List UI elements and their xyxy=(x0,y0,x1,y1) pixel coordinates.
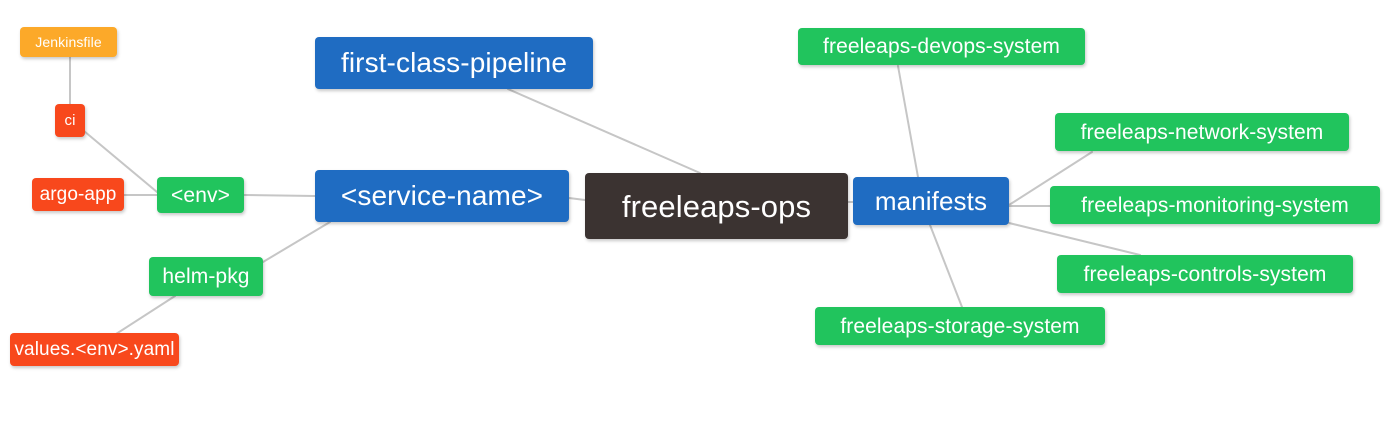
node-env[interactable]: <env> xyxy=(157,177,244,213)
node-values-env-yaml[interactable]: values.<env>.yaml xyxy=(10,333,179,366)
node-freeleaps-ops[interactable]: freeleaps-ops xyxy=(585,173,848,239)
node-label: <service-name> xyxy=(340,180,544,211)
edge-manifests-to-freeleaps-controls-system xyxy=(1008,222,1141,256)
node-service-name[interactable]: <service-name> xyxy=(315,170,569,222)
node-label: freeleaps-devops-system xyxy=(823,35,1060,58)
node-first-class-pipeline[interactable]: first-class-pipeline xyxy=(315,37,593,89)
node-manifests[interactable]: manifests xyxy=(853,177,1009,225)
node-helm-pkg[interactable]: helm-pkg xyxy=(149,257,263,296)
node-label: <env> xyxy=(171,183,230,207)
node-freeleaps-network-system[interactable]: freeleaps-network-system xyxy=(1055,113,1349,151)
edge-manifests-to-freeleaps-devops-system xyxy=(897,65,919,178)
node-label: Jenkinsfile xyxy=(35,34,102,50)
edge-env-to-service-name xyxy=(243,194,316,197)
node-label: helm-pkg xyxy=(162,265,250,288)
node-label: freeleaps-controls-system xyxy=(1083,262,1327,286)
node-jenkinsfile[interactable]: Jenkinsfile xyxy=(20,27,117,57)
edge-first-class-pipeline-to-freeleaps-ops xyxy=(507,88,701,174)
node-label: freeleaps-network-system xyxy=(1080,120,1324,144)
node-label: freeleaps-storage-system xyxy=(840,314,1080,338)
node-label: first-class-pipeline xyxy=(340,47,568,78)
node-label: ci xyxy=(64,112,76,129)
node-ci[interactable]: ci xyxy=(55,104,85,137)
node-freeleaps-storage-system[interactable]: freeleaps-storage-system xyxy=(815,307,1105,345)
node-argo-app[interactable]: argo-app xyxy=(32,178,124,211)
node-freeleaps-monitoring-system[interactable]: freeleaps-monitoring-system xyxy=(1050,186,1380,224)
edge-helm-pkg-to-values-env-yaml xyxy=(115,295,176,335)
node-label: values.<env>.yaml xyxy=(14,339,175,360)
edge-service-name-to-helm-pkg xyxy=(262,221,331,263)
node-label: freeleaps-monitoring-system xyxy=(1081,193,1349,217)
node-label: argo-app xyxy=(39,184,117,205)
node-label: freeleaps-ops xyxy=(621,188,812,224)
edge-service-name-to-freeleaps-ops xyxy=(568,197,586,201)
node-freeleaps-devops-system[interactable]: freeleaps-devops-system xyxy=(798,28,1085,65)
node-freeleaps-controls-system[interactable]: freeleaps-controls-system xyxy=(1057,255,1353,293)
edge-manifests-to-freeleaps-storage-system xyxy=(929,224,963,308)
node-label: manifests xyxy=(874,186,988,216)
